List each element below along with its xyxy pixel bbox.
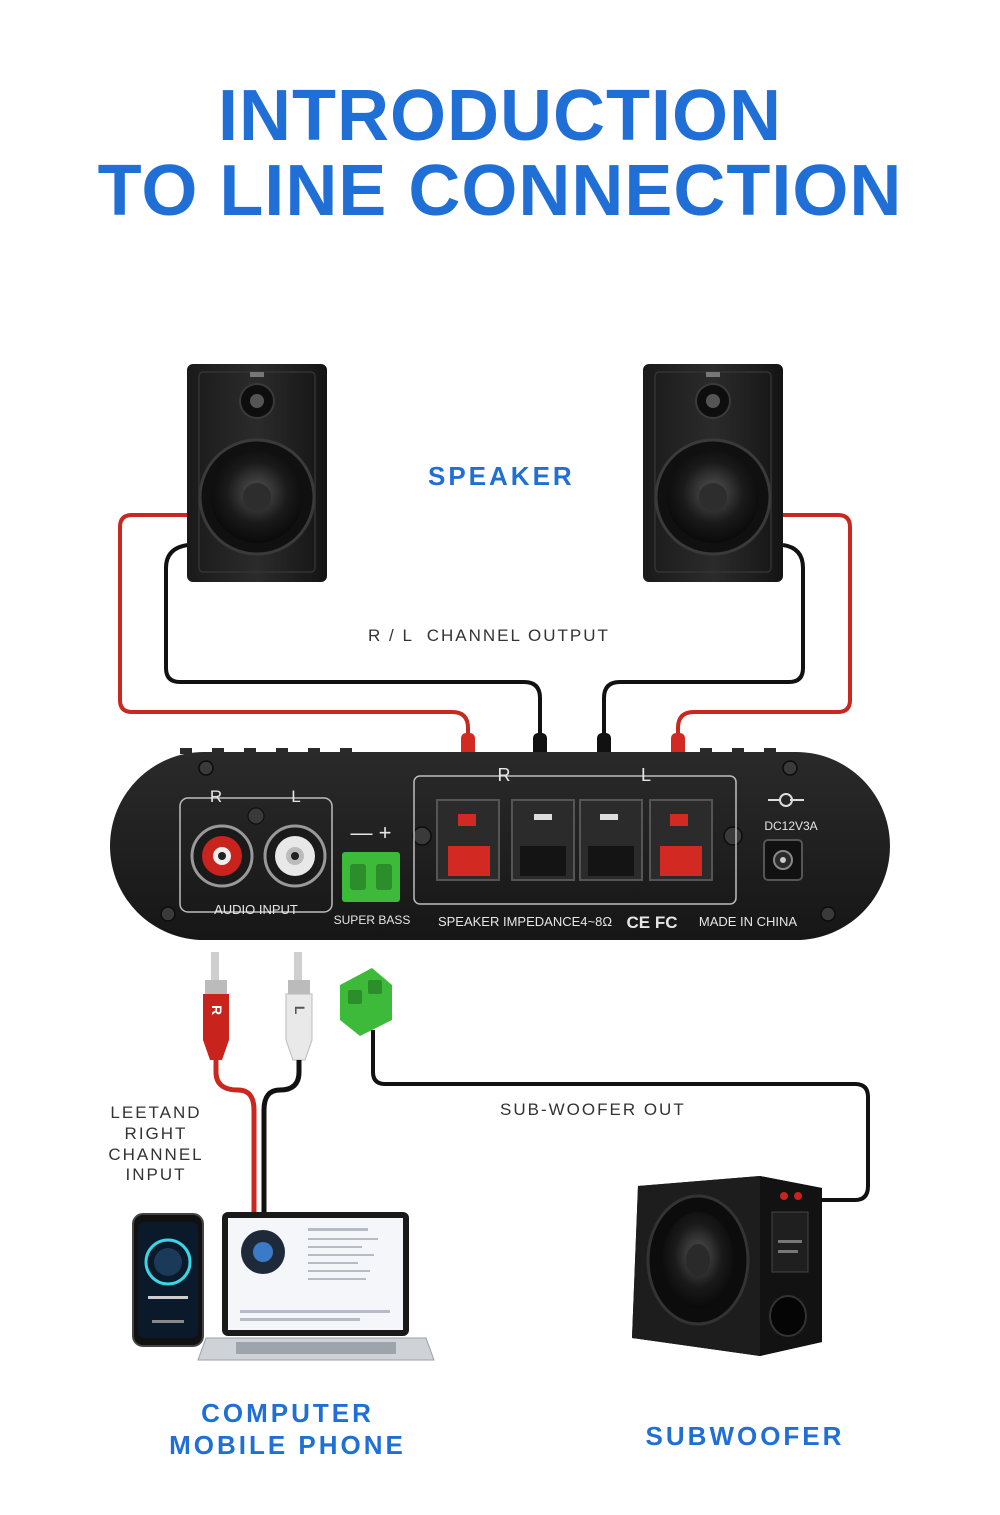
computer-label: COMPUTER bbox=[201, 1398, 374, 1428]
impedance-label: SPEAKER IMPEDANCE4~8Ω bbox=[438, 914, 612, 929]
subwoofer-label: SUBWOOFER bbox=[645, 1421, 845, 1451]
right-speaker bbox=[643, 364, 783, 582]
audio-input-label: AUDIO INPUT bbox=[214, 902, 298, 917]
right-speaker-red-wire bbox=[676, 513, 852, 745]
subwoofer-image bbox=[632, 1176, 822, 1356]
input-red-wire bbox=[213, 1060, 257, 1215]
subwoofer-out-label: SUB-WOOFER OUT bbox=[500, 1100, 686, 1119]
certification-label: CE FC bbox=[627, 913, 678, 932]
left-speaker-black-wire bbox=[164, 543, 542, 745]
super-bass-polarity-label: — + bbox=[351, 820, 392, 845]
laptop-image bbox=[197, 1212, 435, 1361]
input-label-line2: RIGHT bbox=[124, 1124, 188, 1143]
super-bass-label: SUPER BASS bbox=[334, 913, 411, 927]
rca-plug-white bbox=[285, 952, 313, 1061]
audio-input-l-label: L bbox=[291, 787, 300, 806]
rca-plug-r-mark: R bbox=[209, 1005, 225, 1015]
mobile-phone-image bbox=[132, 1213, 204, 1347]
input-label-line1: LEETAND bbox=[110, 1103, 202, 1122]
subwoofer-terminal-plug bbox=[340, 968, 392, 1036]
left-speaker bbox=[187, 364, 327, 582]
input-label-line3: CHANNEL INPUT bbox=[108, 1145, 204, 1184]
rca-plug-l-mark: L bbox=[292, 1006, 308, 1015]
page-title-line1: INTRODUCTION bbox=[218, 76, 782, 156]
power-rating-label: DC12V3A bbox=[764, 819, 817, 833]
amplifier-panel bbox=[110, 748, 890, 940]
left-speaker-red-wire bbox=[118, 513, 470, 745]
right-speaker-black-wire bbox=[602, 543, 805, 745]
subwoofer-wire bbox=[371, 1030, 870, 1202]
page-title-line2: TO LINE CONNECTION bbox=[97, 151, 903, 231]
channel-output-label: R / L CHANNEL OUTPUT bbox=[368, 626, 610, 645]
input-black-wire bbox=[261, 1060, 302, 1215]
output-l-label: L bbox=[641, 765, 651, 785]
output-r-label: R bbox=[498, 765, 511, 785]
audio-input-r-label: R bbox=[210, 787, 222, 806]
rca-plug-red bbox=[203, 952, 229, 1060]
mobile-phone-label: MOBILE PHONE bbox=[169, 1430, 406, 1460]
made-in-label: MADE IN CHINA bbox=[699, 914, 798, 929]
speaker-label: SPEAKER bbox=[428, 461, 575, 491]
